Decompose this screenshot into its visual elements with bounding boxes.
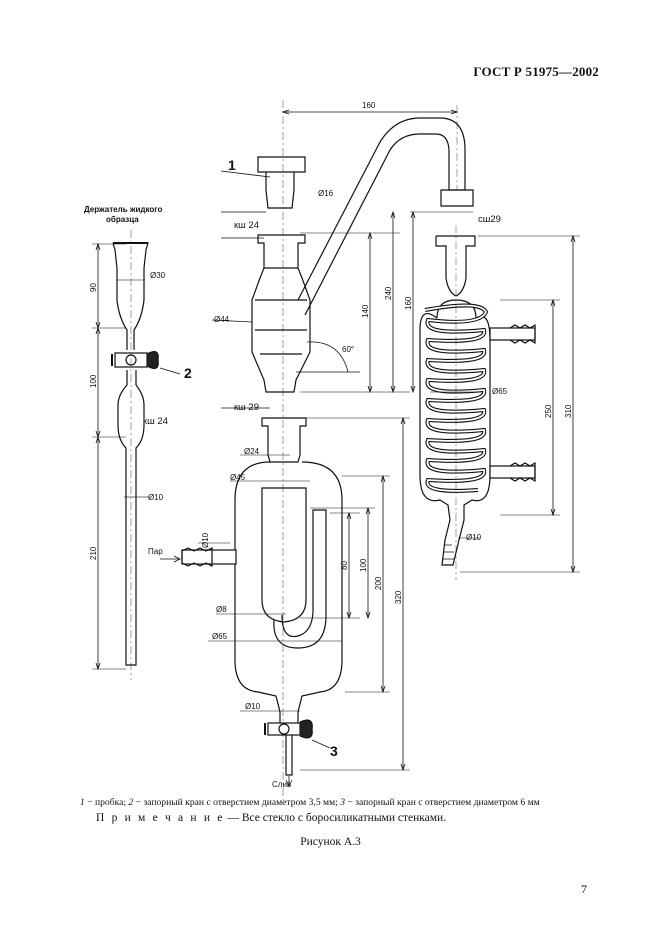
- dim-80: 80: [340, 561, 349, 570]
- dim-d30: Ø30: [150, 271, 166, 280]
- figure-legend: 1 − пробка; 2 − запорный кран с отверсти…: [80, 797, 600, 808]
- figure-title: Рисунок А.3: [300, 836, 361, 848]
- coil-condenser: [419, 225, 580, 580]
- note-text: — Все стекло с боросиликатными стенками.: [224, 812, 447, 824]
- standard-header: ГОСТ Р 51975—2002: [473, 64, 599, 79]
- ksh29-label: кш 29: [234, 402, 259, 413]
- dim-d10-bottom: Ø10: [245, 702, 261, 711]
- steam-label: Пар: [148, 547, 163, 556]
- part2-number: 2: [184, 365, 192, 381]
- dim-160-top: 160: [362, 101, 376, 110]
- dim-angle: 60°: [342, 345, 354, 354]
- dim-140: 140: [361, 304, 370, 318]
- figure-note: П р и м е ч а н и е — Все стекло с борос…: [96, 812, 446, 824]
- sh29-label: сш29: [478, 214, 501, 225]
- dim-d16: Ø16: [318, 189, 334, 198]
- legend-text-2: − запорный кран с отверстием диаметром 3…: [133, 797, 341, 808]
- ksh24-top-label: кш 24: [234, 220, 259, 231]
- legend-num-2: 2: [128, 797, 134, 808]
- dim-160-v: 160: [404, 296, 413, 310]
- ksh24-left-label: кш 24: [143, 416, 168, 427]
- liquid-sample-holder: [92, 230, 181, 680]
- drawing-labels: Держатель жидкого образца 1 2 3 кш 24 кш…: [84, 101, 573, 789]
- dim-100-mid: 100: [359, 558, 368, 572]
- legend-text-3: − запорный кран с отверстием диаметром 6…: [345, 797, 540, 808]
- apparatus-drawing: Держатель жидкого образца 1 2 3 кш 24 кш…: [84, 100, 580, 800]
- dim-d10-cond: Ø10: [466, 533, 482, 542]
- dim-d45: Ø45: [230, 473, 246, 482]
- dim-d65-cond: Ø65: [492, 387, 508, 396]
- legend-num-1: 1: [80, 797, 85, 808]
- dim-d65-left: Ø65: [212, 632, 228, 641]
- drain-label: Слив: [272, 780, 291, 789]
- part1-number: 1: [228, 157, 236, 173]
- dim-210: 210: [89, 546, 98, 560]
- dim-90: 90: [89, 283, 98, 292]
- holder-label-line2: образца: [106, 215, 139, 224]
- dim-310: 310: [564, 404, 573, 418]
- dim-250: 250: [544, 404, 553, 418]
- page-number: 7: [581, 882, 587, 896]
- dim-240: 240: [384, 286, 393, 300]
- note-label: П р и м е ч а н и е: [96, 812, 225, 824]
- dim-d8: Ø8: [216, 605, 227, 614]
- dim-d10-left: Ø10: [148, 493, 164, 502]
- dim-d44: Ø44: [214, 315, 230, 324]
- legend-text-1: − пробка;: [84, 797, 129, 808]
- steam-vessel: [160, 416, 410, 787]
- stopper-and-adapter: [211, 100, 474, 800]
- dim-d24: Ø24: [244, 447, 260, 456]
- dim-320: 320: [394, 590, 403, 604]
- dim-200: 200: [374, 576, 383, 590]
- legend-num-3: 3: [340, 797, 346, 808]
- part3-number: 3: [330, 743, 338, 759]
- dim-d10-steam: Ø10: [201, 532, 210, 548]
- dim-100-left: 100: [89, 374, 98, 388]
- holder-label-line1: Держатель жидкого: [84, 205, 163, 214]
